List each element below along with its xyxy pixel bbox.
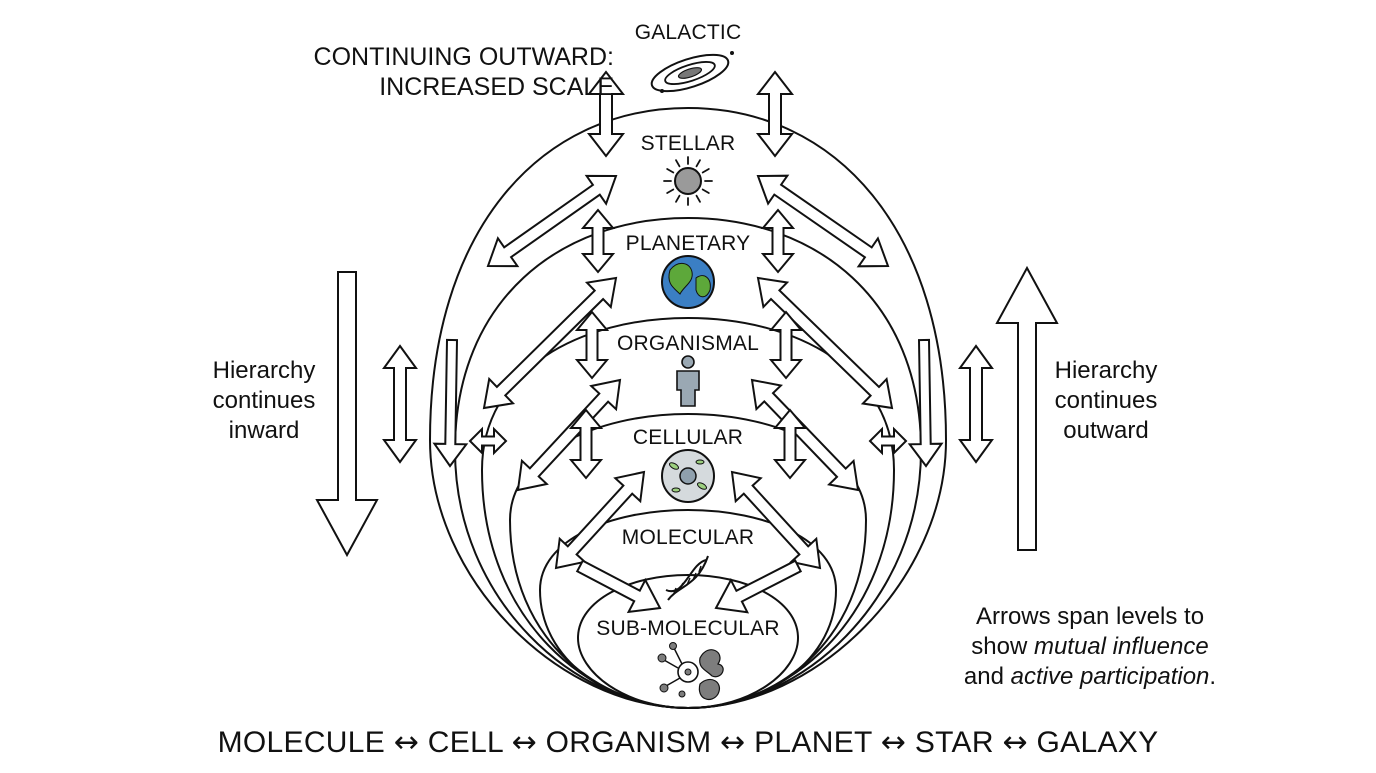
planetary-arrow-right bbox=[756, 276, 894, 410]
stellar-shell bbox=[428, 106, 948, 710]
sun-icon bbox=[663, 156, 713, 206]
organismal-arrow-left bbox=[516, 378, 622, 492]
outward-scale-line2: INCREASED SCALE bbox=[379, 73, 614, 101]
planetary-organismal-arrow-left bbox=[574, 310, 610, 380]
outward-note: Hierarchy continues outward bbox=[1036, 356, 1176, 446]
level-shells bbox=[428, 106, 948, 710]
planetary-arrow-left bbox=[482, 276, 618, 410]
inward-note-line1: Hierarchy bbox=[212, 357, 316, 384]
molecular-arrow-left bbox=[575, 559, 662, 614]
outer-right-down-arrow bbox=[907, 338, 944, 468]
chain-separator: ↔ bbox=[393, 725, 420, 760]
organismal-shell bbox=[480, 316, 896, 710]
chain-planet: PLANET bbox=[754, 726, 873, 759]
outward-note-line1: Hierarchy bbox=[1054, 357, 1158, 384]
left-horizontal-arrow bbox=[468, 426, 508, 456]
outward-scale-line1: CONTINUING OUTWARD: bbox=[313, 43, 614, 71]
galactic-stellar-arrow-left bbox=[586, 70, 626, 158]
outer-left-down-arrow bbox=[432, 338, 469, 468]
outward-arrow bbox=[995, 265, 1059, 551]
organismal-cellular-arrow-left bbox=[568, 408, 604, 480]
stellar-arrow-left bbox=[486, 174, 618, 268]
label-cellular: CELLULAR bbox=[632, 426, 744, 449]
molecules-icon bbox=[657, 642, 724, 701]
galactic-stellar-arrow-right bbox=[755, 70, 795, 158]
arrows-explanation: Arrows span levels to show mutual influe… bbox=[940, 602, 1240, 692]
molecular-arrow-right bbox=[714, 559, 803, 614]
submolecular-shell bbox=[576, 573, 800, 710]
outer-right-vertical-arrow bbox=[958, 344, 994, 464]
person-icon bbox=[676, 355, 700, 407]
earth-icon bbox=[661, 255, 715, 309]
outward-note-line3: outward bbox=[1063, 417, 1149, 444]
chain-molecule: MOLECULE bbox=[217, 726, 386, 759]
stellar-planetary-arrow-right bbox=[760, 208, 796, 274]
arrows-explanation-line1: Arrows span levels to bbox=[975, 603, 1205, 630]
outward-scale-note: CONTINUING OUTWARD: INCREASED SCALE bbox=[314, 42, 614, 102]
scale-chain: MOLECULE ↔ CELL ↔ ORGANISM ↔ PLANET ↔ ST… bbox=[218, 728, 1159, 758]
cellular-arrow-left bbox=[554, 470, 646, 570]
chain-organism: ORGANISM bbox=[545, 726, 712, 759]
chain-separator: ↔ bbox=[720, 725, 746, 760]
right-horizontal-arrow bbox=[868, 426, 908, 456]
label-submolecular: SUB-MOLECULAR bbox=[596, 617, 780, 640]
organismal-arrow-right bbox=[750, 378, 860, 492]
chain-galaxy: GALAXY bbox=[1036, 726, 1159, 759]
chain-separator: ↔ bbox=[511, 725, 538, 760]
inward-arrow bbox=[315, 271, 379, 558]
inward-note-line2: continues bbox=[212, 387, 316, 414]
planetary-organismal-arrow-right bbox=[768, 310, 804, 380]
inward-note: Hierarchy continues inward bbox=[194, 356, 334, 446]
chain-separator: ↔ bbox=[880, 725, 907, 760]
label-organismal: ORGANISMAL bbox=[616, 332, 760, 355]
chain-separator: ↔ bbox=[1002, 725, 1028, 760]
influence-arrows bbox=[315, 70, 1059, 614]
cellular-arrow-right bbox=[730, 470, 822, 570]
cell-icon bbox=[661, 449, 715, 503]
arrows-explanation-line3: and active participation. bbox=[963, 663, 1217, 690]
inward-note-line3: inward bbox=[228, 417, 300, 444]
chain-cell: CELL bbox=[427, 726, 503, 759]
organismal-cellular-arrow-right bbox=[772, 408, 808, 480]
label-molecular: MOLECULAR bbox=[621, 526, 755, 549]
label-galactic: GALACTIC bbox=[634, 21, 742, 44]
chain-star: STAR bbox=[914, 726, 994, 759]
arrows-explanation-line2: show mutual influence bbox=[971, 633, 1209, 660]
molecular-shell bbox=[538, 508, 838, 710]
label-planetary: PLANETARY bbox=[625, 232, 751, 255]
outward-note-line2: continues bbox=[1054, 387, 1158, 414]
planetary-shell bbox=[453, 216, 923, 710]
outer-left-vertical-arrow bbox=[382, 344, 418, 464]
label-stellar: STELLAR bbox=[640, 132, 736, 155]
galaxy-icon bbox=[650, 51, 734, 93]
stellar-arrow-right bbox=[756, 174, 890, 268]
cellular-shell bbox=[508, 412, 868, 710]
dna-icon bbox=[665, 555, 709, 601]
stellar-planetary-arrow-left bbox=[580, 208, 616, 274]
